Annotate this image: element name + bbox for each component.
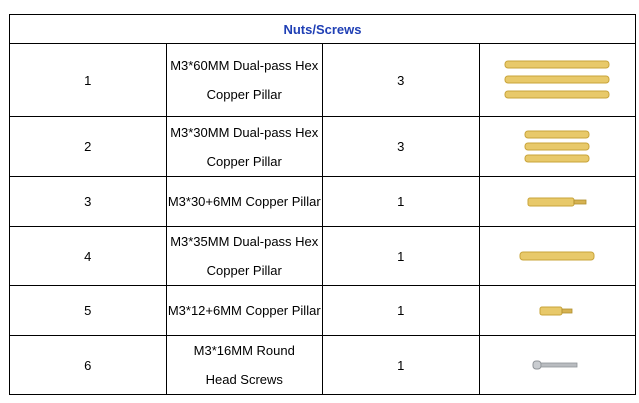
part-image-cell (478, 335, 636, 395)
part-name-line2: Head Screws (205, 372, 283, 387)
part-image-cell (478, 285, 636, 336)
part-quantity: 1 (322, 176, 480, 227)
table-row: 2 M3*30MM Dual-pass Hex Copper Pillar 3 (9, 116, 636, 177)
table-row: 5 M3*12+6MM Copper Pillar 1 (9, 285, 636, 336)
part-quantity: 1 (322, 335, 480, 395)
part-name-line2: Copper Pillar (206, 263, 282, 278)
part-name: M3*60MM Dual-pass Hex Copper Pillar (165, 43, 323, 117)
part-name: M3*35MM Dual-pass Hex Copper Pillar (165, 226, 323, 286)
part-name-line1: M3*12+6MM Copper Pillar (167, 303, 321, 318)
long-standoffs-image (504, 60, 610, 99)
row-index: 5 (9, 285, 167, 336)
table-row: 1 M3*60MM Dual-pass Hex Copper Pillar 3 (9, 43, 636, 117)
part-name-line2: Copper Pillar (206, 87, 282, 102)
standoff-icon (527, 197, 587, 206)
part-name-line1: M3*35MM Dual-pass Hex (170, 234, 319, 249)
part-name: M3*16MM Round Head Screws (165, 335, 323, 395)
short-threaded-standoff-image (539, 306, 573, 315)
part-name-line1: M3*30+6MM Copper Pillar (167, 194, 321, 209)
round-head-screw-image (532, 360, 578, 370)
part-image-cell (478, 176, 636, 227)
part-quantity: 3 (322, 116, 480, 177)
screw-icon (532, 360, 578, 370)
row-index: 2 (9, 116, 167, 177)
medium-standoffs-image (524, 130, 590, 162)
row-index: 6 (9, 335, 167, 395)
threaded-standoff-image (527, 197, 587, 206)
part-quantity: 1 (322, 285, 480, 336)
parts-table: Nuts/Screws 1 M3*60MM Dual-pass Hex Copp… (9, 14, 636, 395)
table-row: 4 M3*35MM Dual-pass Hex Copper Pillar 1 (9, 226, 636, 286)
standoff-icon (504, 60, 610, 99)
standoff-icon (519, 251, 595, 261)
table-row: 6 M3*16MM Round Head Screws 1 (9, 335, 636, 395)
standoff-icon (539, 306, 573, 315)
part-name: M3*30+6MM Copper Pillar (165, 176, 323, 227)
part-name-line1: M3*60MM Dual-pass Hex (170, 58, 319, 73)
part-image-cell (478, 43, 636, 117)
part-image-cell (478, 226, 636, 286)
standoff-icon (524, 130, 590, 162)
single-standoff-image (519, 251, 595, 261)
table-row: 3 M3*30+6MM Copper Pillar 1 (9, 176, 636, 227)
part-name-line1: M3*16MM Round (193, 343, 295, 358)
part-name: M3*30MM Dual-pass Hex Copper Pillar (165, 116, 323, 177)
part-name: M3*12+6MM Copper Pillar (165, 285, 323, 336)
table-header: Nuts/Screws (9, 14, 636, 44)
row-index: 4 (9, 226, 167, 286)
row-index: 1 (9, 43, 167, 117)
part-quantity: 1 (322, 226, 480, 286)
part-image-cell (478, 116, 636, 177)
part-name-line2: Copper Pillar (206, 153, 282, 169)
part-quantity: 3 (322, 43, 480, 117)
row-index: 3 (9, 176, 167, 227)
part-name-line1: M3*30MM Dual-pass Hex (170, 124, 319, 140)
